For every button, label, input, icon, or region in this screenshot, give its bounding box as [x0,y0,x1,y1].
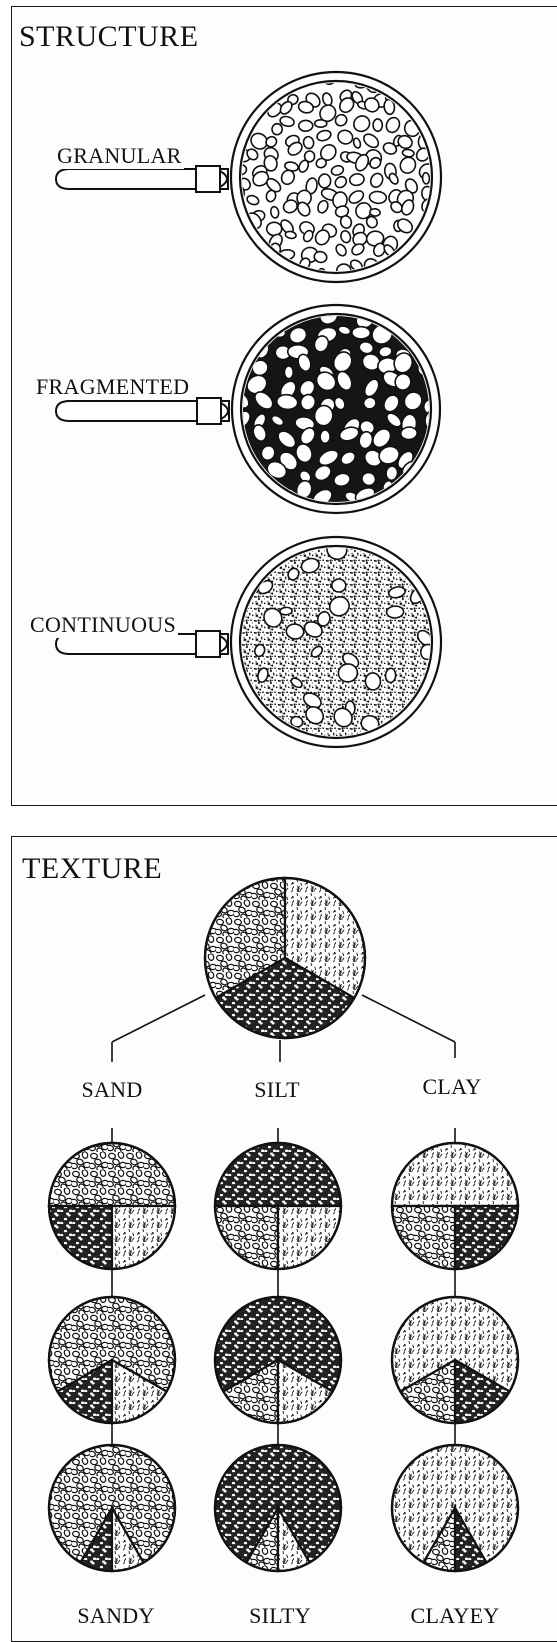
texture-row3-circle [49,1445,175,1571]
texture-row2-circle [215,1297,341,1423]
texture-row3-circle [215,1445,341,1571]
texture-title: TEXTURE [22,852,162,886]
silty-label: SILTY [249,1603,311,1629]
sandy-label: SANDY [77,1603,154,1629]
continuous-label: CONTINUOUS [28,612,178,638]
sand-label: SAND [81,1077,142,1103]
clayey-label: CLAYEY [411,1603,500,1629]
texture-main-circle [205,878,365,1038]
clay-connector [362,995,455,1042]
texture-row1-circle [215,1143,341,1269]
texture-row3-circle [392,1445,518,1571]
texture-row1-circle [392,1143,518,1269]
clay-label: CLAY [422,1074,481,1100]
texture-row2-circle [392,1297,518,1423]
fragmented-label: FRAGMENTED [34,374,191,400]
silt-label: SILT [254,1077,300,1103]
texture-row1-circle [49,1143,175,1269]
sand-connector [112,995,205,1042]
granular-label: GRANULAR [55,143,184,169]
structure-title: STRUCTURE [19,20,199,54]
texture-row2-circle [49,1297,175,1423]
